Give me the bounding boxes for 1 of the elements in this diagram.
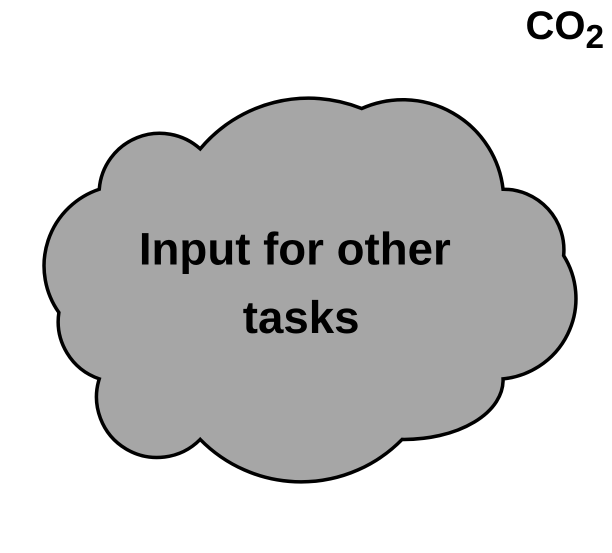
formula-label: CO$_{2}$ <box>525 6 604 54</box>
